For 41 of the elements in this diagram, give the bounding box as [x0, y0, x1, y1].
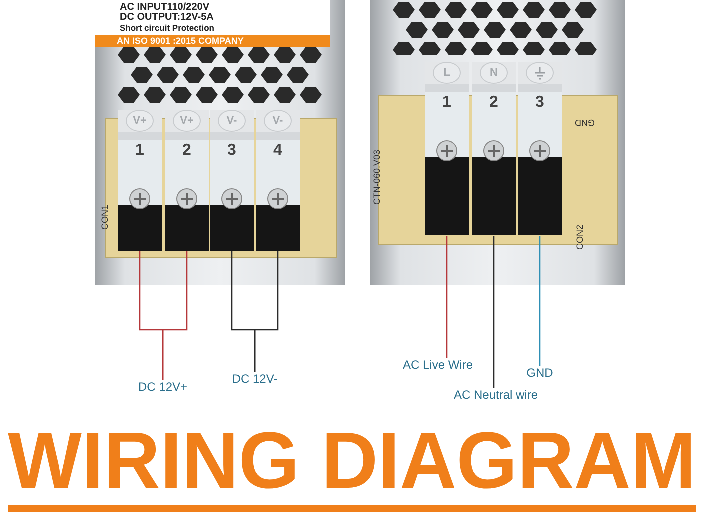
wire-line	[539, 236, 541, 366]
wire-line	[162, 251, 188, 380]
board-marking: CON1	[100, 204, 110, 230]
wire-line	[254, 251, 279, 372]
screw-terminal	[518, 62, 562, 235]
terminal-number: 3	[228, 142, 236, 160]
label-text: AC INPUT110/220V	[120, 3, 210, 13]
wire-label: AC Live Wire	[383, 358, 493, 376]
terminal-marking: L	[433, 62, 461, 84]
screw-terminal	[472, 62, 516, 235]
power-supply-unit	[370, 0, 625, 285]
wire-line	[446, 236, 448, 358]
power-supply-unit	[95, 0, 345, 285]
terminal-number: 1	[442, 94, 452, 112]
screw-terminal	[118, 110, 162, 251]
terminal-marking: N	[480, 62, 508, 84]
board-marking: CTN-060.V03	[372, 150, 382, 205]
diagram-title: WIRING DIAGRAM	[8, 418, 696, 504]
terminal-marking: V+	[126, 110, 154, 132]
board-marking: GND	[575, 118, 595, 128]
terminal-marking: V-	[218, 110, 246, 132]
certification-banner: AN ISO 9001 :2015 COMPANY	[95, 35, 330, 47]
terminal-number: 2	[490, 94, 498, 112]
board-marking: CON2	[575, 224, 585, 250]
wire-label: DC 12V+	[118, 380, 208, 398]
terminal-number: 2	[182, 142, 192, 160]
wire-line	[493, 236, 495, 388]
label-text: Short circuit Protection	[120, 23, 216, 33]
screw-terminal	[210, 110, 254, 251]
terminal-number: 3	[536, 94, 544, 112]
terminal-marking: V-	[264, 110, 292, 132]
screw-terminal	[425, 62, 469, 235]
screw-terminal	[165, 110, 209, 251]
terminal-number: 4	[274, 142, 282, 160]
wire-label: DC 12V-	[210, 372, 300, 390]
terminal-marking: V+	[173, 110, 201, 132]
wire-label: AC Neutral wire	[436, 388, 556, 406]
terminal-number: 1	[136, 142, 144, 160]
wire-label: GND	[515, 366, 565, 384]
label-text: DC OUTPUT:12V-5A	[120, 13, 215, 23]
screw-terminal	[256, 110, 300, 251]
